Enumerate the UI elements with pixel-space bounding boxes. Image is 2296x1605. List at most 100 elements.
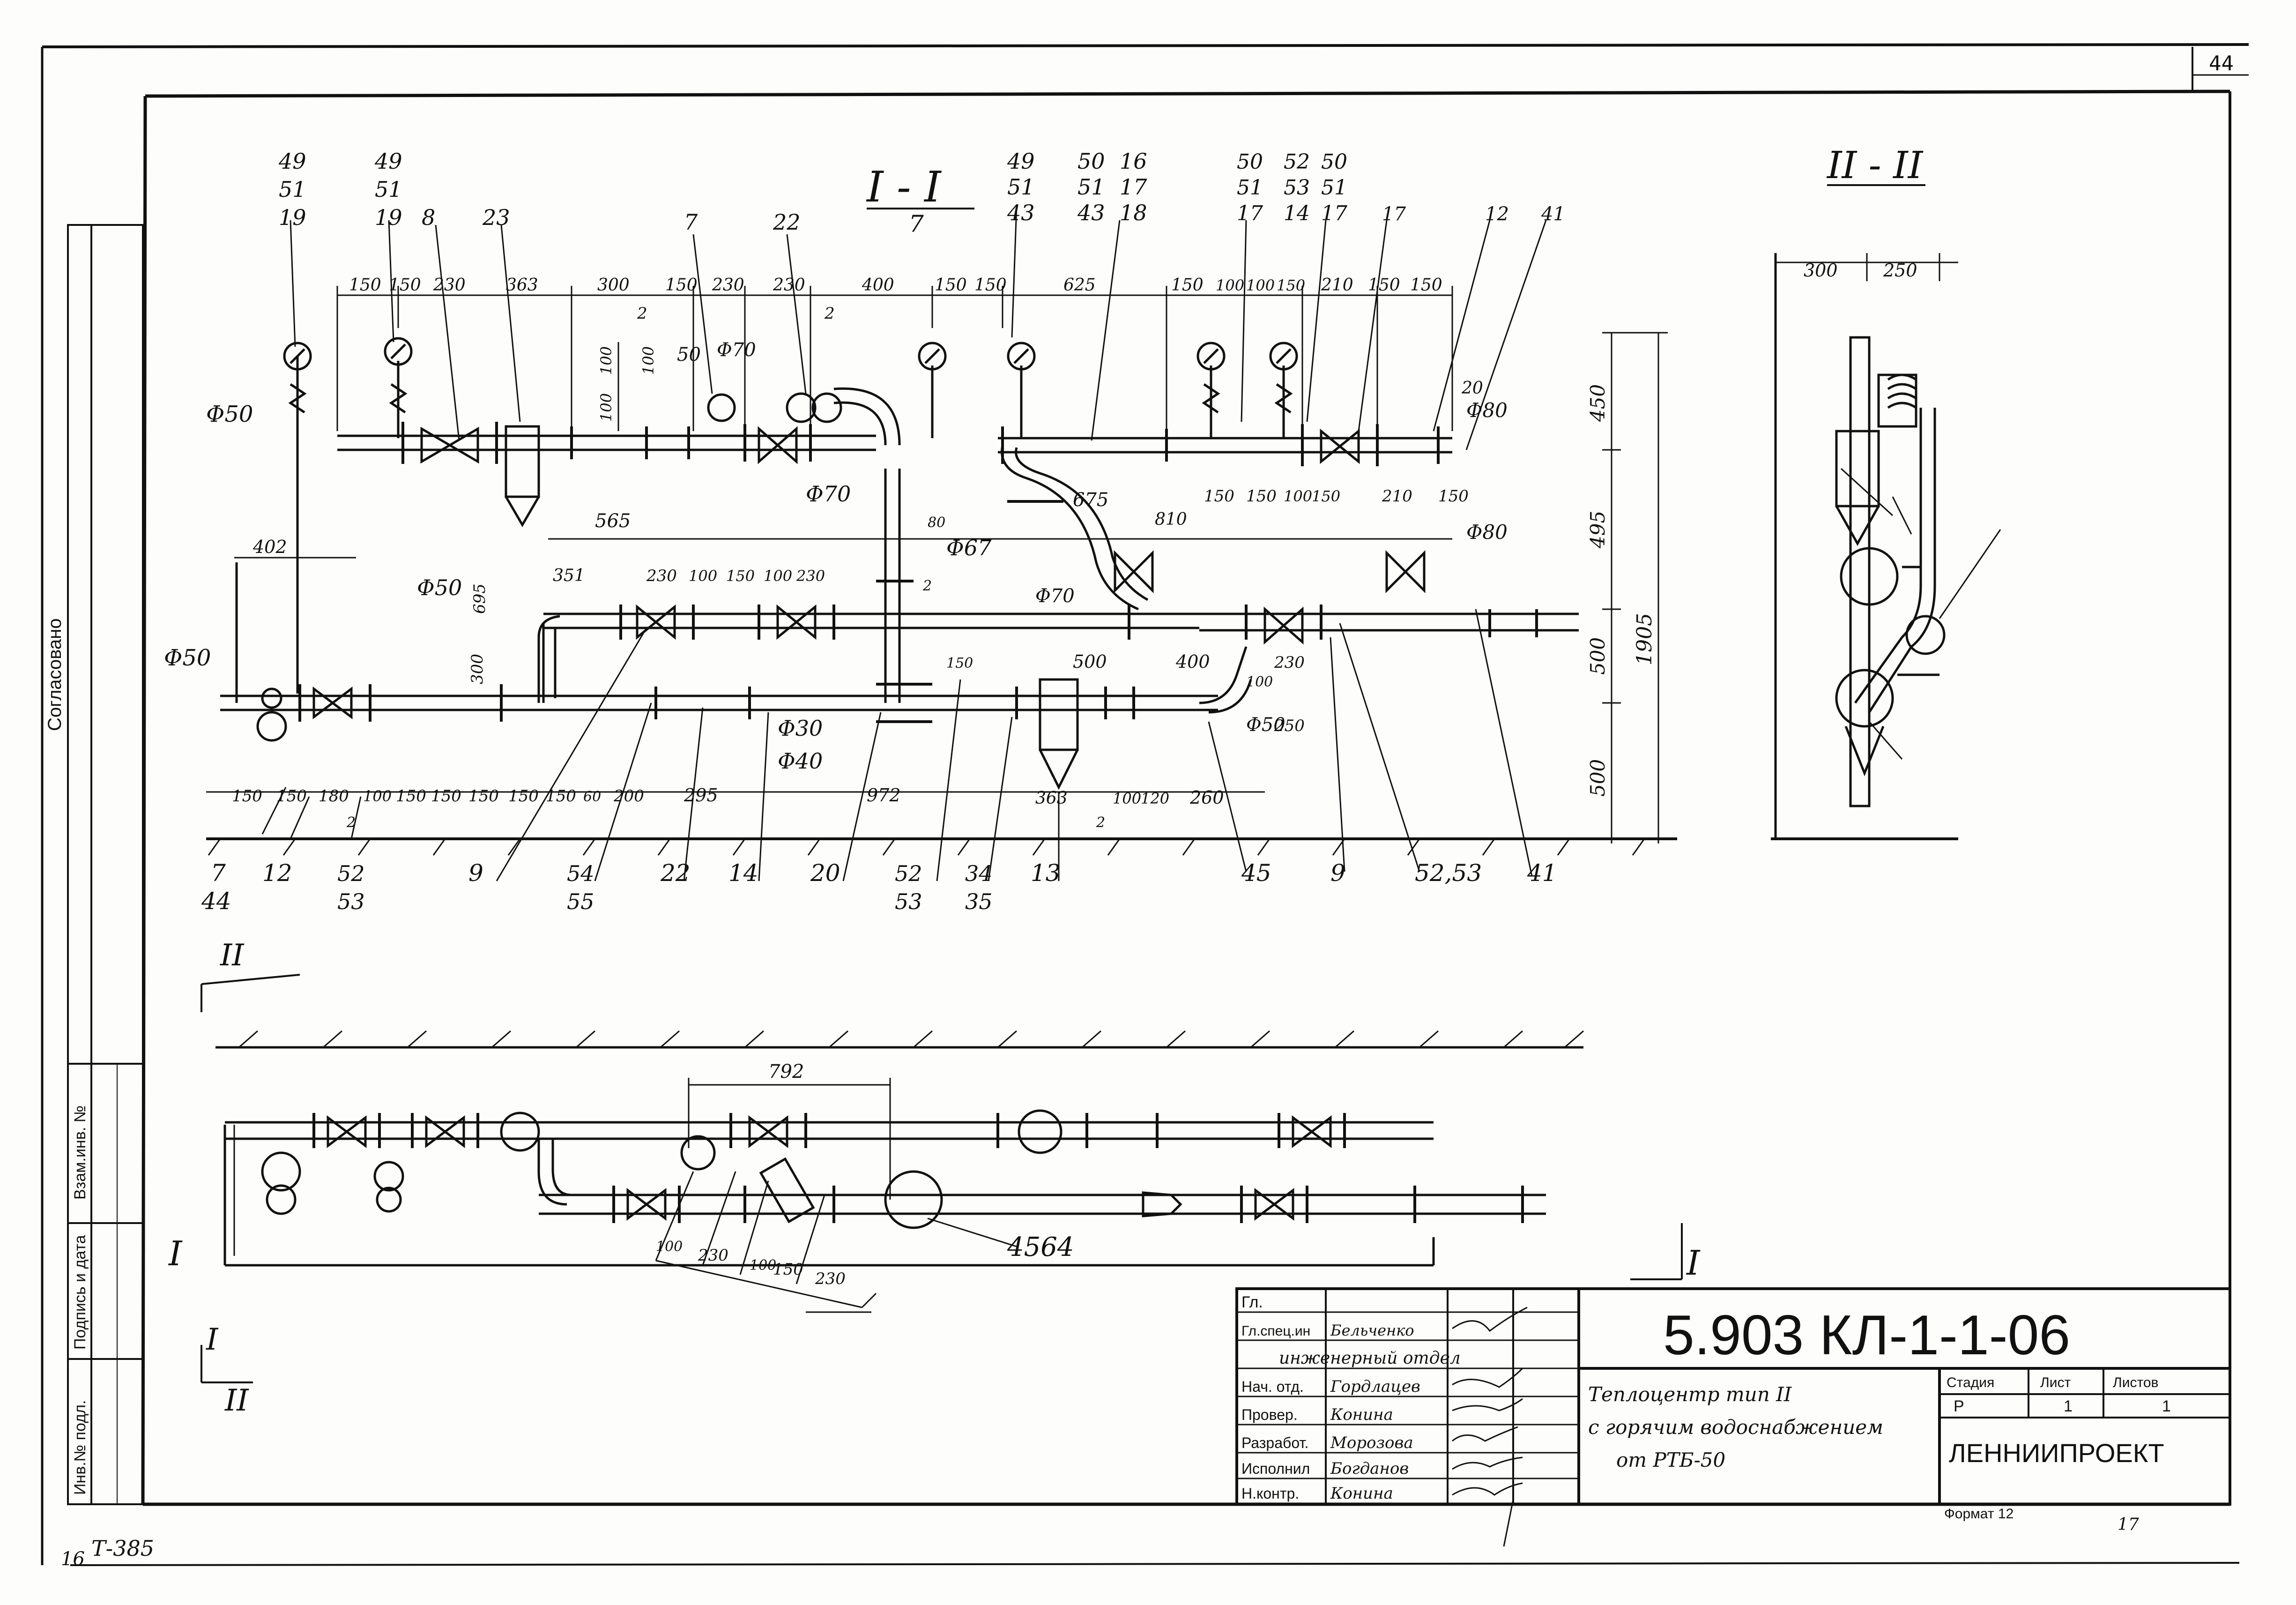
svg-text:49: 49 [278,149,306,174]
svg-text:150: 150 [935,276,967,295]
svg-text:2: 2 [1096,814,1105,831]
svg-text:53: 53 [1284,176,1310,200]
svg-text:19: 19 [279,205,306,230]
svg-text:Φ67: Φ67 [946,535,992,560]
svg-text:210: 210 [1321,276,1353,295]
svg-text:Н.контр.: Н.контр. [1241,1485,1299,1502]
corner-mark: 17 [2118,1515,2139,1534]
svg-text:45: 45 [1241,859,1271,887]
section-I-I [206,206,1677,881]
svg-text:150: 150 [276,787,307,806]
svg-text:60: 60 [583,789,601,805]
svg-text:52,53: 52,53 [1415,859,1482,887]
svg-text:363: 363 [1035,789,1068,808]
svg-text:230: 230 [1274,653,1305,672]
svg-text:150: 150 [508,787,539,806]
svg-text:51: 51 [279,177,306,202]
svg-text:Φ50: Φ50 [1246,714,1285,736]
svg-text:450: 450 [1586,384,1609,422]
stage-value: Р [1954,1397,1964,1415]
svg-text:300: 300 [1804,260,1838,281]
svg-text:52: 52 [337,861,365,886]
svg-text:250: 250 [1274,717,1305,735]
svg-text:150: 150 [349,276,381,295]
svg-text:23: 23 [482,205,510,230]
plan-marker-II-top: II [220,938,245,973]
pipe-labels: Φ50 Φ50 Φ50 Φ70 Φ67 Φ70 Φ80 Φ80 Φ30 Φ40 … [164,339,1508,774]
svg-text:2: 2 [922,578,932,594]
svg-text:14: 14 [728,859,758,887]
svg-text:150: 150 [431,787,461,806]
svg-text:260: 260 [1189,787,1224,808]
svg-text:Морозова: Морозова [1330,1433,1413,1452]
description-line-1: Теплоцентр тип II [1588,1383,1792,1406]
title-block [1235,1287,2231,1547]
page-number: 44 [2209,52,2234,75]
dims-right: 450 495 500 1905 500 [1586,384,1657,797]
svg-text:120: 120 [1141,790,1169,807]
svg-text:Φ50: Φ50 [164,645,211,671]
svg-text:43: 43 [1077,200,1105,225]
plan-marker-II-bottom: II [224,1383,249,1418]
dims-top: 150 150 230 363 300 150 230 230 400 150 … [349,276,1442,295]
svg-text:Φ70: Φ70 [806,481,851,507]
stage-header: Стадия [1947,1375,1994,1390]
svg-text:1905: 1905 [1633,613,1657,665]
svg-text:50: 50 [1321,150,1347,174]
svg-text:810: 810 [1155,510,1187,529]
svg-text:51: 51 [1237,176,1263,200]
section-II-II [1771,253,2001,840]
svg-text:13: 13 [1031,859,1061,887]
svg-text:Гл.: Гл. [1241,1293,1263,1311]
svg-text:230: 230 [773,276,805,295]
svg-text:16: 16 [1120,149,1147,174]
svg-text:55: 55 [567,889,594,914]
svg-text:150: 150 [1410,276,1442,295]
svg-text:100: 100 [597,346,615,375]
svg-text:400: 400 [862,276,894,295]
section-title-I-I: I - I [866,163,942,212]
svg-text:Исполнил: Исполнил [1241,1460,1310,1477]
svg-text:Богданов: Богданов [1330,1459,1409,1478]
svg-text:7: 7 [909,210,924,238]
svg-text:инженерный отдел: инженерный отдел [1279,1349,1461,1368]
side-dims: 300 250 [1804,260,1917,281]
svg-text:695: 695 [470,583,489,614]
svg-text:351: 351 [553,566,585,585]
svg-text:625: 625 [1063,276,1096,295]
svg-text:51: 51 [1007,174,1035,200]
svg-text:Конина: Конина [1330,1405,1393,1424]
plan-view [201,974,1683,1383]
svg-text:150: 150 [974,276,1007,295]
svg-text:150: 150 [389,276,421,295]
svg-text:Φ80: Φ80 [1466,521,1508,544]
title-block-rows: Гл. Гл.спец.ин Бельченко инженерный отде… [1241,1293,1461,1503]
section-title-II-II: II - II [1826,143,1924,187]
svg-text:52: 52 [1284,150,1310,174]
svg-text:52: 52 [895,861,922,886]
svg-text:100: 100 [689,567,717,585]
svg-text:20: 20 [810,859,840,887]
svg-text:100: 100 [363,787,392,805]
svg-text:50: 50 [1237,150,1263,174]
svg-text:363: 363 [506,276,538,295]
svg-text:100: 100 [764,567,792,585]
svg-text:495: 495 [1586,511,1609,549]
svg-text:295: 295 [684,785,718,806]
svg-text:100: 100 [656,1239,683,1255]
svg-text:41: 41 [1527,859,1557,887]
svg-text:14: 14 [1284,202,1310,225]
svg-text:150: 150 [396,787,426,806]
svg-text:2: 2 [824,304,835,323]
svg-text:150: 150 [1246,487,1277,506]
sheet-frame [41,43,2249,1566]
svg-text:17: 17 [1382,203,1406,225]
svg-text:51: 51 [375,177,402,202]
svg-text:230: 230 [796,567,825,585]
svg-text:100: 100 [597,393,615,422]
svg-text:34: 34 [965,861,993,886]
svg-text:19: 19 [375,205,402,230]
svg-text:150: 150 [665,276,698,295]
dims-bottom: 150 150 180 100 150 150 150 150 150 60 2… [232,785,1224,808]
svg-text:150: 150 [1438,487,1469,506]
